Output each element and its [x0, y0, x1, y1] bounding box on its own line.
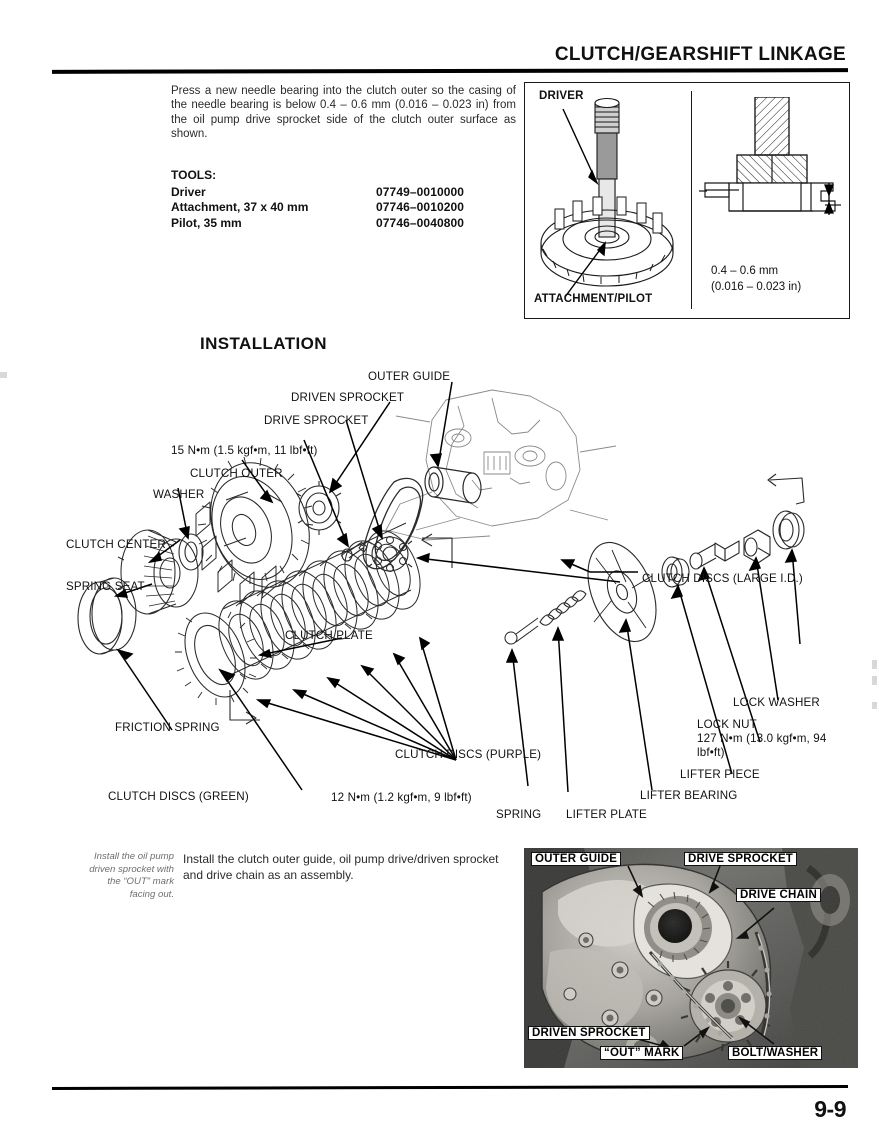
- callout-lock-nut-torque: 127 N•m (13.0 kgf•m, 94 lbf•ft): [697, 732, 827, 759]
- edge-tick-left: [0, 372, 7, 378]
- footer-rule: [52, 1085, 848, 1090]
- needle-bearing-figure: DRIVER ATTACHMENT/PILOT: [524, 82, 850, 319]
- tool-name: Attachment, 37 x 40 mm: [171, 200, 309, 214]
- label-driver: DRIVER: [539, 90, 584, 102]
- callout-lifter-plate: LIFTER PLATE: [566, 808, 647, 821]
- page-number: 9-9: [814, 1096, 846, 1122]
- tools-block: TOOLS: Driver 07749–0010000 Attachment, …: [171, 168, 516, 231]
- callout-spring-seat: SPRING SEAT: [66, 580, 145, 593]
- edge-tick-right: [872, 702, 877, 709]
- callout-clutch-discs-green: CLUTCH DISCS (GREEN): [108, 790, 249, 803]
- needle-bearing-cross-section: [699, 97, 841, 215]
- callout-outer-guide: OUTER GUIDE: [368, 370, 451, 383]
- callout-driven-sprocket: DRIVEN SPROCKET: [291, 391, 405, 404]
- install-paragraph: Install the clutch outer guide, oil pump…: [183, 852, 499, 882]
- edge-tick-right: [872, 660, 877, 669]
- tool-row: Pilot, 35 mm 07746–0040800: [171, 216, 516, 232]
- photo-tag-drive-chain: DRIVE CHAIN: [736, 888, 821, 902]
- clearance-spec-mm: 0.4 – 0.6 mm: [711, 265, 779, 277]
- photo-tag-drive-sprocket: DRIVE SPROCKET: [684, 852, 798, 866]
- installation-heading: INSTALLATION: [200, 334, 327, 353]
- margin-note: Install the oil pump driven sprocket wit…: [89, 851, 174, 900]
- page-title: CLUTCH/GEARSHIFT LINKAGE: [554, 44, 846, 65]
- clutch-outer-driver-illustration: [540, 97, 674, 298]
- photo-tag-bolt-washer: BOLT/WASHER: [728, 1046, 823, 1060]
- callout-clutch-discs-large-id: CLUTCH DISCS (LARGE I.D.): [642, 572, 803, 585]
- callout-drive-sprocket: DRIVE SPROCKET: [264, 414, 369, 427]
- callout-clutch-outer: CLUTCH OUTER: [190, 467, 283, 480]
- callout-torque-15: 15 N•m (1.5 kgf•m, 11 lbf•ft): [171, 444, 318, 457]
- tools-heading: TOOLS:: [171, 168, 217, 182]
- label-attachment-pilot: ATTACHMENT/PILOT: [534, 293, 653, 305]
- clutch-exploded-diagram: [77, 381, 805, 793]
- callout-lock-nut: LOCK NUT: [697, 718, 757, 731]
- edge-tick-right: [872, 676, 877, 685]
- callout-lifter-piece: LIFTER PIECE: [680, 768, 760, 781]
- photo-tag-driven-sprocket: DRIVEN SPROCKET: [528, 1026, 650, 1040]
- callout-clutch-discs-purple: CLUTCH DISCS (PURPLE): [395, 748, 542, 761]
- intro-paragraph: Press a new needle bearing into the clut…: [171, 85, 516, 141]
- callout-clutch-plate: CLUTCH PLATE: [285, 629, 373, 642]
- callout-spring: SPRING: [496, 808, 542, 821]
- callout-washer: WASHER: [153, 488, 205, 501]
- tool-row: Attachment, 37 x 40 mm 07746–0010200: [171, 200, 516, 216]
- tool-number: 07746–0010200: [376, 200, 465, 214]
- tool-row: Driver 07749–0010000: [171, 185, 516, 201]
- callout-torque-12: 12 N•m (1.2 kgf•m, 9 lbf•ft): [331, 791, 472, 804]
- engine-photo-figure: OUTER GUIDE DRIVE SPROCKET DRIVE CHAIN D…: [524, 848, 858, 1068]
- callout-lifter-bearing: LIFTER BEARING: [640, 789, 738, 802]
- callout-friction-spring: FRICTION SPRING: [115, 721, 220, 734]
- figure-divider: [691, 91, 693, 309]
- tool-number: 07749–0010000: [376, 184, 465, 199]
- tool-name: Pilot, 35 mm: [171, 215, 242, 230]
- clearance-spec-in: (0.016 – 0.023 in): [711, 281, 802, 293]
- header-rule: [52, 68, 848, 74]
- tool-number: 07746–0040800: [376, 215, 465, 230]
- photo-tag-outer-guide: OUTER GUIDE: [531, 852, 622, 866]
- callout-lock-washer: LOCK WASHER: [733, 696, 820, 709]
- photo-tag-out-mark: “OUT” MARK: [600, 1046, 684, 1060]
- tool-name: Driver: [171, 184, 206, 199]
- callout-clutch-center: CLUTCH CENTER: [66, 538, 166, 551]
